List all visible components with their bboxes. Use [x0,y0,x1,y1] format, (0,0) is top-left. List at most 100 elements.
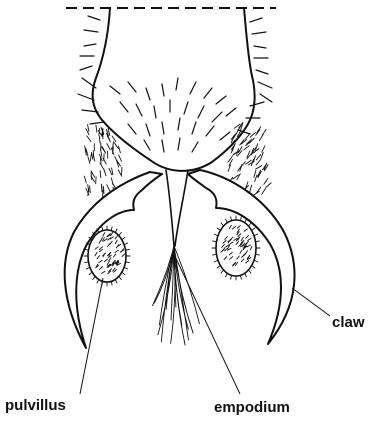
seta [84,30,98,32]
base-hair-stroke [87,136,91,142]
pulvillus-fringe [226,273,228,277]
seta [250,102,264,106]
pulvillus-fringe [217,266,220,269]
seta [144,140,150,150]
seta [128,82,136,92]
seta [90,122,104,124]
seta [80,66,92,70]
claw-leader-line [292,288,330,316]
seta [162,122,164,134]
pulvillus-fringe [122,272,125,275]
pulvillus-fringe [249,223,252,226]
seta [128,124,136,134]
seta [220,132,230,140]
base-hair-stroke [90,154,91,161]
empodium-stalk [166,170,188,246]
pulvillus-fringe [122,237,125,240]
base-hair-stroke [261,152,263,159]
seta [176,78,178,90]
seta [260,94,272,102]
pulvillus-leader-line [80,278,103,394]
base-hair-stroke [107,144,110,150]
base-hair-stroke [103,187,104,194]
base-hair-stroke [101,150,102,157]
seta [78,94,94,100]
claw-base-hair [84,122,271,197]
seta [162,140,164,152]
pulvillus-fringe [245,273,247,277]
base-hair-stroke [118,170,121,176]
base-hair-stroke [114,143,118,149]
base-hair-stroke [262,130,266,136]
seta [178,138,180,150]
pulvillus-fringe [249,270,252,273]
pulvillus-fringe [245,219,247,223]
seta [146,88,150,100]
base-hair-stroke [119,155,122,161]
seta [212,112,222,122]
seta [88,16,100,20]
seta [206,126,214,136]
base-hair-stroke [254,171,256,178]
base-hair-stroke [107,136,110,142]
base-hair-stroke [262,189,266,195]
seta [198,106,204,118]
pulvillus-fringe [217,228,220,231]
seta [154,106,156,118]
base-hair-stroke [255,175,257,182]
pulvillus-fringe [119,276,122,279]
base-hair-stroke [100,171,101,178]
pulvillus-fringe [252,228,255,231]
pulvillus-fringe [115,279,117,283]
base-hair-stroke [96,125,97,132]
pulvillus-fringe [89,272,92,275]
base-hair-stroke [250,133,255,138]
seta [256,70,268,74]
base-hair-stroke [107,185,110,191]
base-hair-stroke [254,191,260,195]
base-hair-stroke [256,166,262,170]
seta [254,46,266,48]
base-hair-stroke [266,183,271,188]
base-hair-stroke [256,155,261,160]
seta [252,32,266,34]
seta [192,142,198,152]
pulvillus-fringe [115,229,117,233]
base-hair-stroke [88,157,90,164]
base-hair-stroke [256,130,260,136]
base-hair-stroke [109,168,112,174]
base-hair-stroke [244,146,250,150]
pulvillus-fringe [252,266,255,269]
seta [226,108,236,116]
base-hair-stroke [88,125,89,132]
base-hair-stroke [264,178,268,184]
seta [184,102,188,114]
base-hair-stroke [84,176,86,183]
seta [162,84,164,96]
base-hair-stroke [103,158,106,164]
base-hair-stroke [250,185,252,192]
base-hair-stroke [101,146,105,152]
base-hair-stroke [99,136,100,143]
seta [250,18,262,22]
seta [204,88,212,98]
base-hair-stroke [101,158,102,165]
seta [178,118,180,130]
base-hair-stroke [90,186,91,193]
pulvillus-fringe [221,223,224,226]
left-pulvillus [88,230,126,282]
seta [84,44,96,46]
seta [190,82,196,94]
base-hair-stroke [99,128,100,135]
empodium-label: empodium [214,400,290,415]
pulvillus-fringe [119,233,122,236]
seta [120,102,128,112]
seta [258,82,272,88]
base-hair-stroke [256,160,261,165]
base-hair-stroke [262,146,265,152]
seta [216,96,226,104]
pulvillus-fringe [221,270,224,273]
base-hair-stroke [119,146,121,153]
pulvillus-fringe [226,219,228,223]
